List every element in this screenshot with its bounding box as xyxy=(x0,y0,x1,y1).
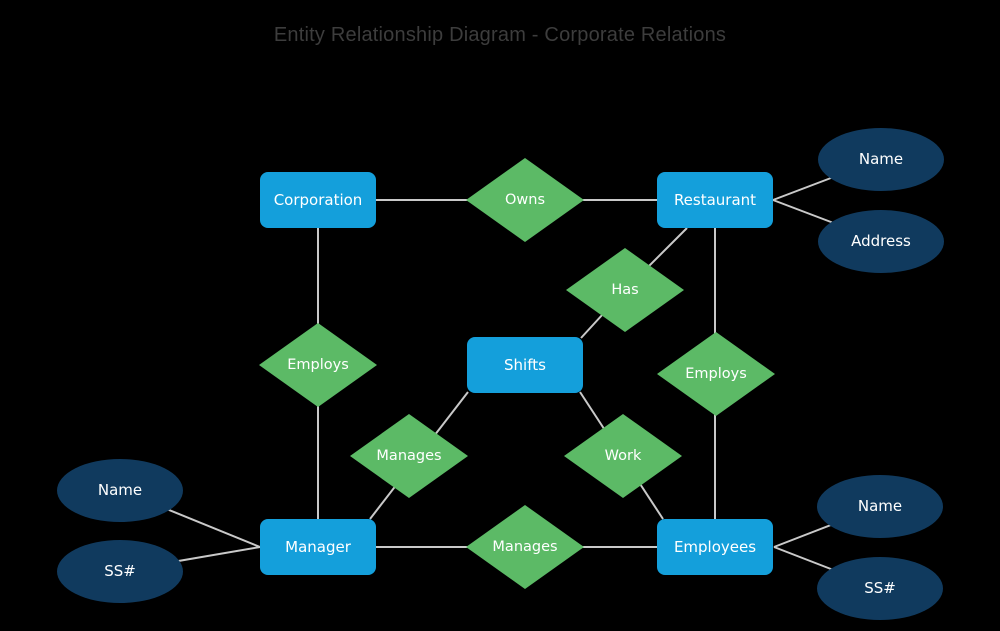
relationship-label: Work xyxy=(604,447,642,464)
entity-label: Corporation xyxy=(273,190,363,209)
entity-restaurant: Restaurant xyxy=(657,172,773,228)
attribute-label: Name xyxy=(857,496,903,515)
diagram-title: Entity Relationship Diagram - Corporate … xyxy=(273,24,727,46)
entity-label: Manager xyxy=(285,537,351,556)
entity-label: Restaurant xyxy=(673,190,757,209)
entity-label: Employees xyxy=(673,537,757,556)
relationship-label: Owns xyxy=(504,191,546,208)
attribute-label: Name xyxy=(97,480,143,499)
attribute-manager-ssn: SS# xyxy=(57,539,183,603)
attribute-restaurant-address: Address xyxy=(818,209,944,273)
entity-shifts: Shifts xyxy=(467,337,583,393)
entity-manager: Manager xyxy=(260,519,376,575)
attribute-label: SS# xyxy=(104,561,136,580)
relationship-label: Employs xyxy=(685,365,747,382)
entity-label: Shifts xyxy=(504,355,546,374)
attribute-label: Name xyxy=(858,149,904,168)
attribute-employees-ssn: SS# xyxy=(817,556,943,620)
attribute-label: Address xyxy=(851,231,911,250)
relationship-label: Employs xyxy=(287,356,349,373)
attribute-employees-name: Name xyxy=(817,474,943,538)
relationship-label: Manages xyxy=(492,538,558,555)
relationship-label: Has xyxy=(611,281,639,298)
relationship-label: Manages xyxy=(376,447,442,464)
attribute-label: SS# xyxy=(864,578,896,597)
entity-corporation: Corporation xyxy=(260,172,376,228)
attribute-manager-name: Name xyxy=(57,458,183,522)
entity-employees: Employees xyxy=(657,519,773,575)
attribute-restaurant-name: Name xyxy=(818,127,944,191)
